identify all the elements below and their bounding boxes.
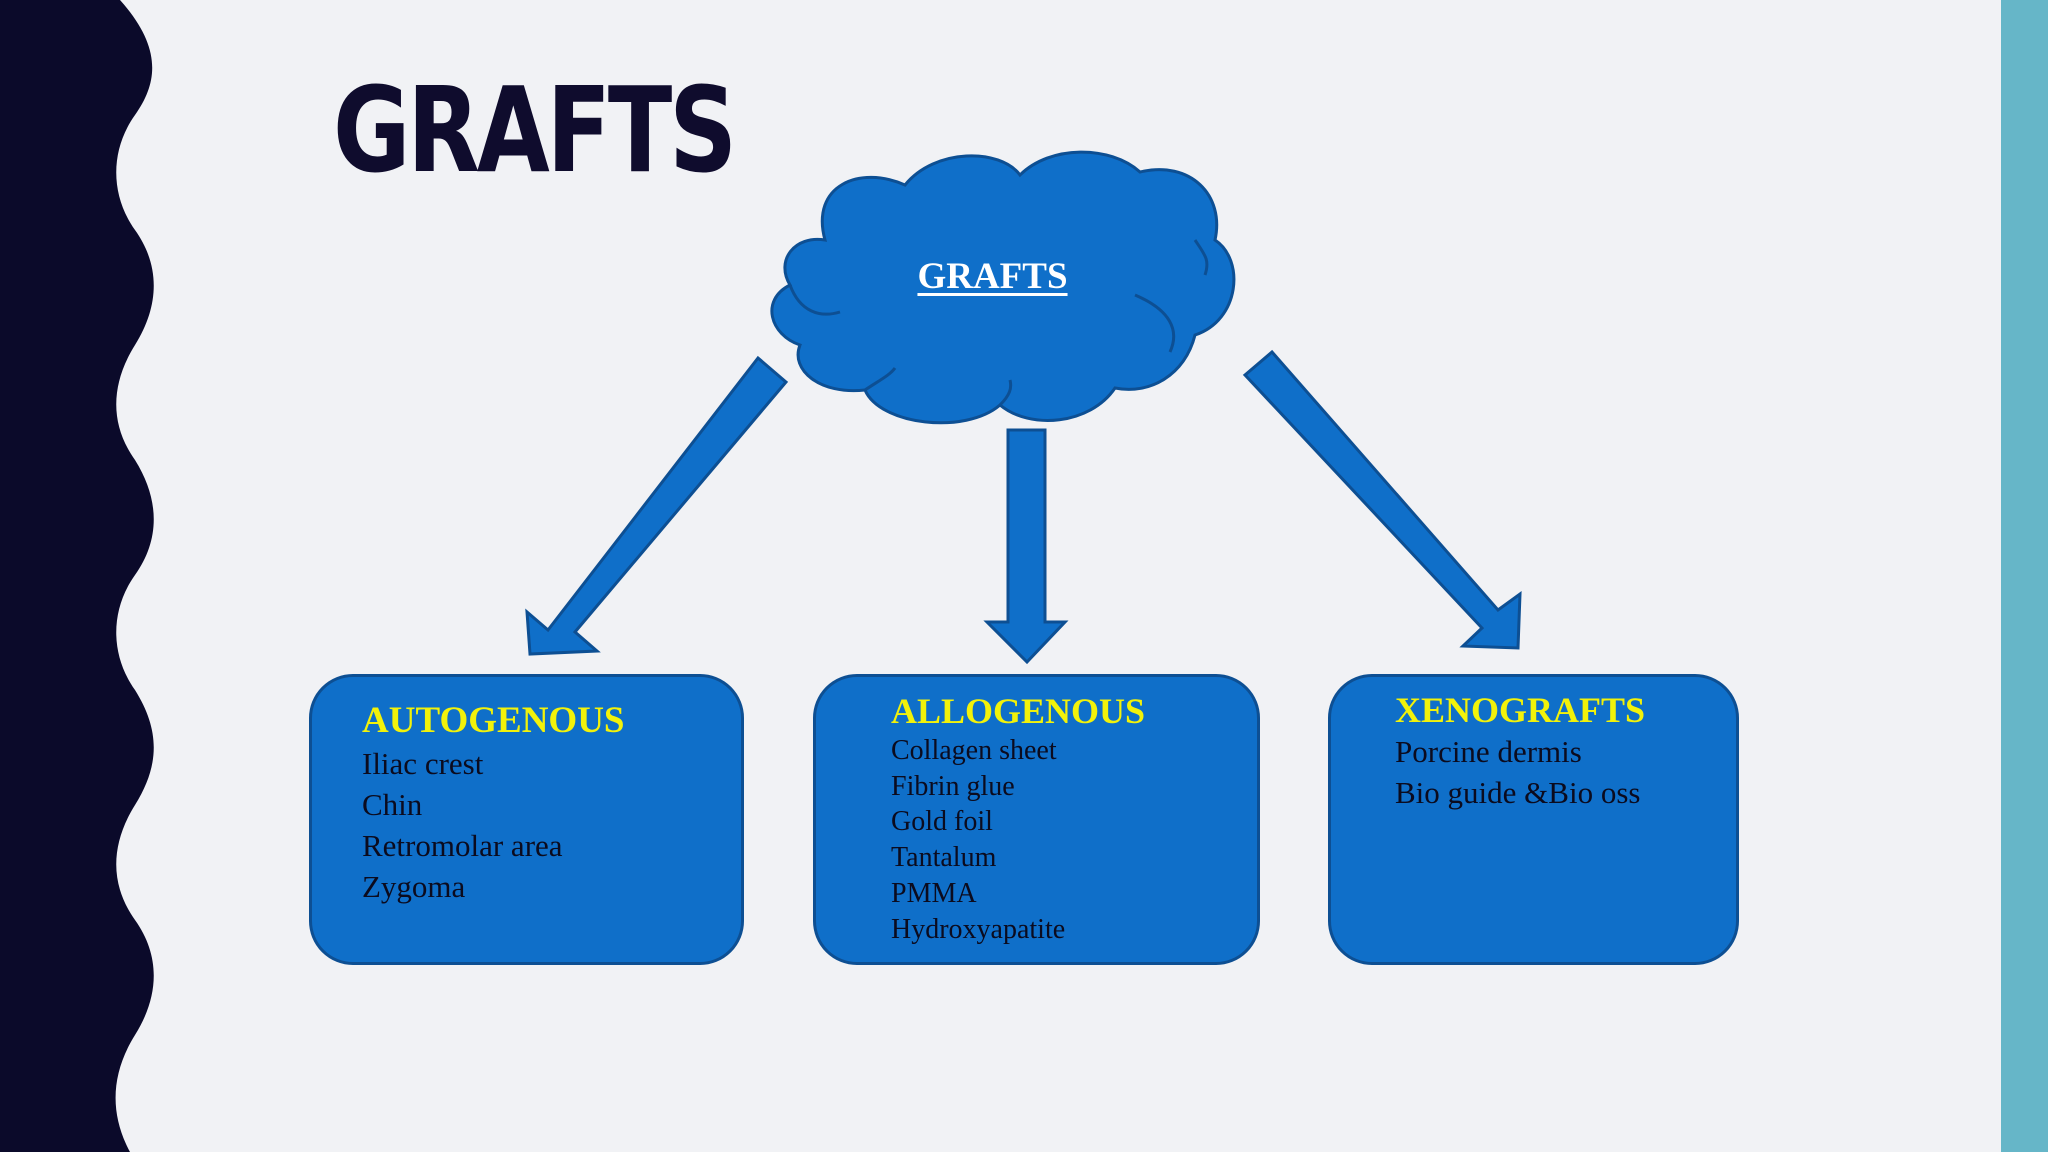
- category-box-xenografts: XENOGRAFTS Porcine dermis Bio guide &Bio…: [1328, 674, 1739, 965]
- category-item: Gold foil: [891, 806, 993, 838]
- category-item: Iliac crest: [362, 746, 484, 781]
- right-accent-band: [2001, 0, 2048, 1152]
- category-heading: XENOGRAFTS: [1395, 690, 1646, 730]
- category-item: Fibrin glue: [891, 770, 1015, 802]
- category-item: Zygoma: [362, 869, 466, 904]
- cloud-inner-arcs: [788, 239, 1209, 407]
- category-item: Hydroxyapatite: [891, 913, 1066, 945]
- category-heading: ALLOGENOUS: [891, 691, 1146, 731]
- category-box-autogenous: AUTOGENOUS Iliac crest Chin Retromolar a…: [309, 674, 744, 965]
- cloud-label: GRAFTS: [917, 256, 1068, 297]
- arrow-middle: [983, 428, 1069, 665]
- cloud-shape: [770, 150, 1236, 425]
- slide-title: GRAFTS: [333, 61, 737, 199]
- category-item: Bio guide &Bio oss: [1395, 775, 1641, 810]
- category-item: Retromolar area: [362, 828, 563, 863]
- left-wavy-band: [0, 0, 154, 1152]
- arrow-left: [525, 355, 789, 656]
- category-item: Tantalum: [891, 842, 997, 874]
- category-heading: AUTOGENOUS: [362, 700, 625, 741]
- arrow-right: [1242, 349, 1522, 650]
- category-item: Chin: [362, 787, 423, 822]
- category-item: PMMA: [891, 877, 977, 909]
- category-item: Collagen sheet: [891, 735, 1057, 766]
- category-content: ALLOGENOUS Collagen sheet Fibrin glue Go…: [891, 689, 1145, 947]
- category-content: XENOGRAFTS Porcine dermis Bio guide &Bio…: [1395, 689, 1645, 813]
- category-content: AUTOGENOUS Iliac crest Chin Retromolar a…: [362, 699, 625, 907]
- category-box-allogenous: ALLOGENOUS Collagen sheet Fibrin glue Go…: [813, 674, 1260, 965]
- category-item: Porcine dermis: [1395, 734, 1582, 769]
